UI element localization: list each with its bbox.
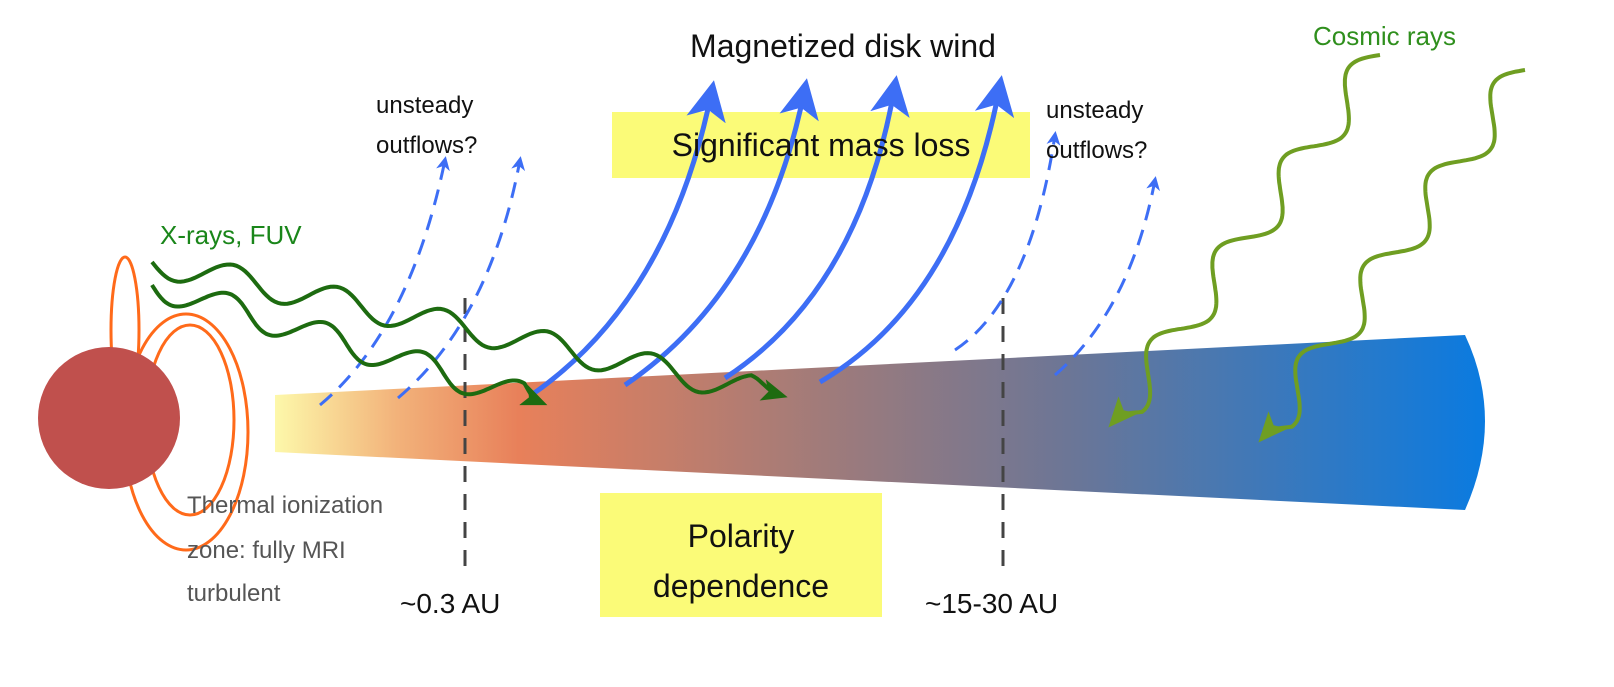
- thermal-zone-line2: zone: fully MRI: [187, 537, 346, 564]
- star: [38, 347, 180, 489]
- polarity-label-line1: Polarity: [688, 518, 795, 554]
- polarity-highlight: [600, 493, 882, 617]
- diagram-title: Magnetized disk wind: [690, 28, 996, 64]
- mass-loss-label: Significant mass loss: [672, 127, 971, 163]
- polarity-label-line2: dependence: [653, 568, 829, 604]
- thermal-zone-line1: Thermal ionization: [187, 492, 383, 519]
- inner-radius-label: ~0.3 AU: [400, 588, 500, 619]
- outer-radius-label: ~15-30 AU: [925, 588, 1058, 619]
- xray-wave: [150, 260, 788, 401]
- unsteady-left-line1: unsteady: [376, 92, 473, 119]
- mass-loss-highlight: [612, 112, 1030, 178]
- thermal-zone-line3: turbulent: [187, 580, 281, 607]
- protoplanetary-disk: [275, 335, 1485, 510]
- cosmic-ray-wave: [1258, 68, 1526, 443]
- cosmic-ray-label: Cosmic rays: [1313, 21, 1456, 51]
- xray-label: X-rays, FUV: [160, 220, 302, 250]
- cosmic-ray-wave: [1108, 53, 1381, 428]
- unsteady-right-line2: outflows?: [1046, 137, 1147, 164]
- unsteady-outflow-arrows: [319, 131, 1160, 407]
- unsteady-left-line2: outflows?: [376, 132, 477, 159]
- unsteady-right-line1: unsteady: [1046, 97, 1143, 124]
- xray-wave: [150, 283, 548, 406]
- cosmic-ray-waves: [1108, 53, 1526, 443]
- xray-waves: [150, 260, 788, 406]
